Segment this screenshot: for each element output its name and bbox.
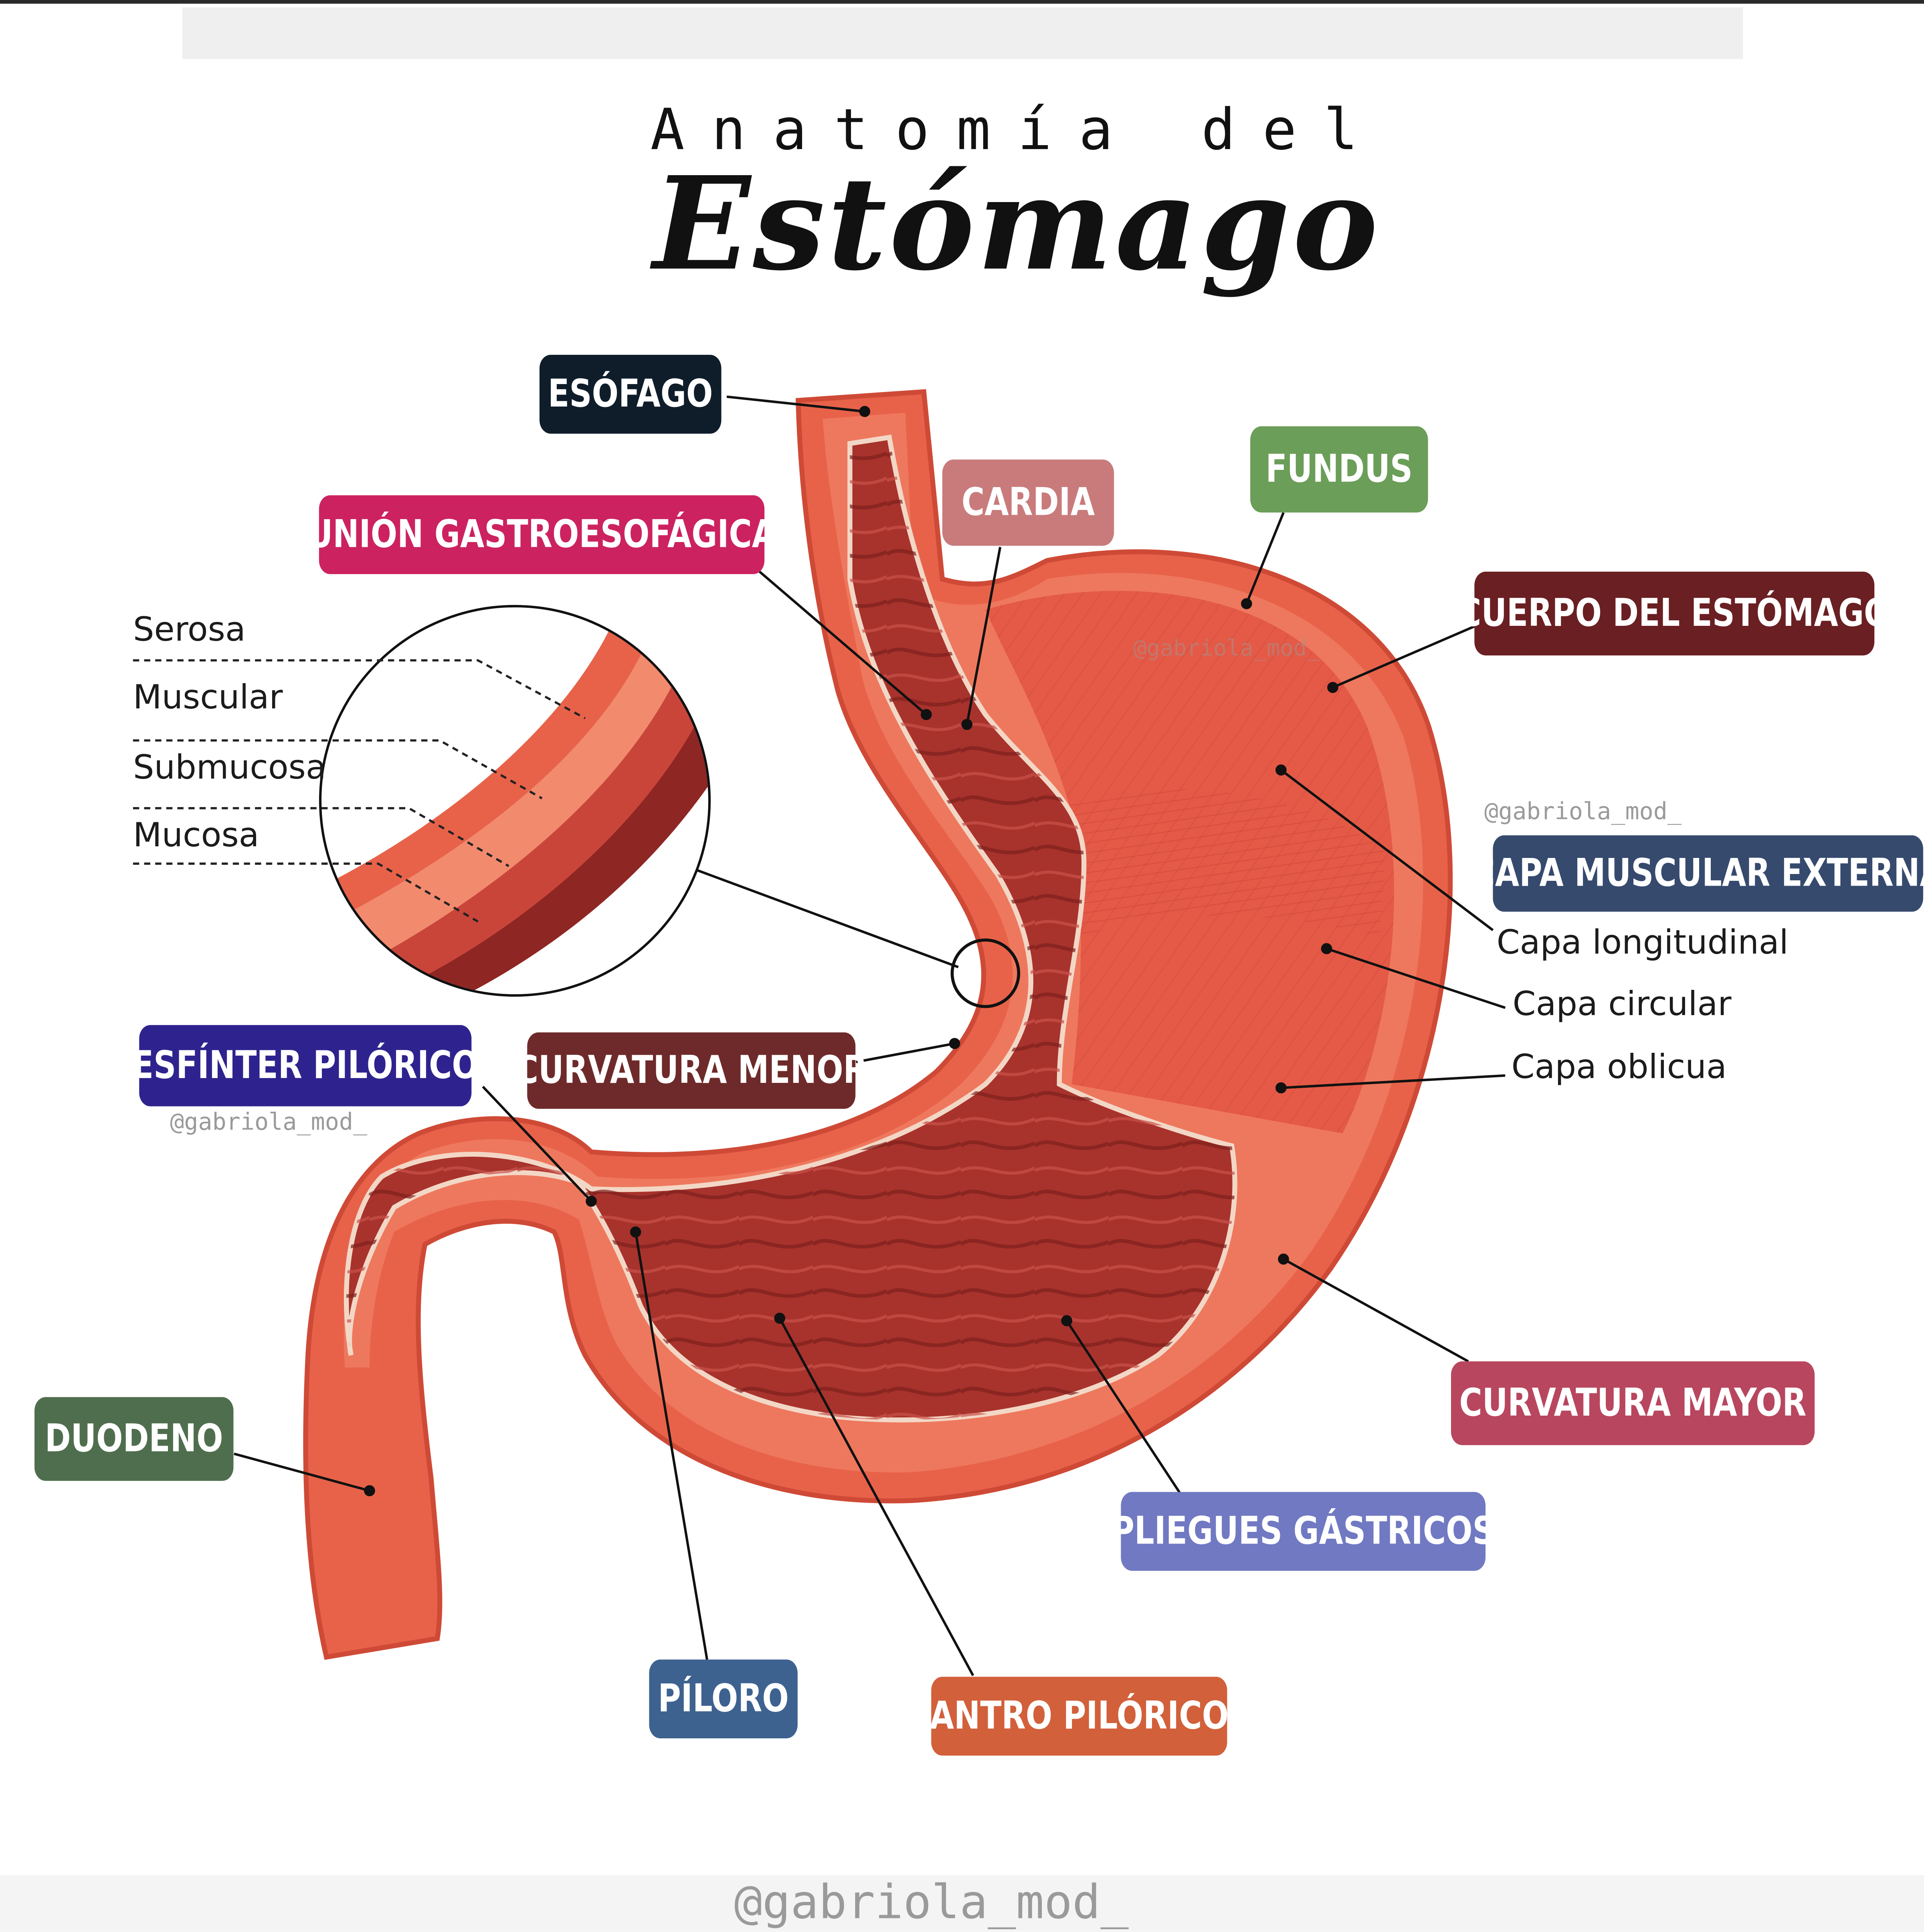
title-line-1: Anatomía del	[650, 96, 1385, 163]
label-pliegues-gastricos: PLIEGUES GÁSTRICOS	[1112, 1492, 1495, 1571]
footer-band	[0, 1875, 1924, 1932]
label-duodeno: DUODENO	[34, 1397, 234, 1481]
circular-band	[1069, 789, 1386, 937]
watermark-right: @gabriola_mod_	[1484, 798, 1682, 825]
label-capa-circular: Capa circular	[1512, 985, 1732, 1024]
watermark-footer: @gabriola_mod_	[734, 1875, 1129, 1930]
label-cuerpo-del-estomago: CUERPO DEL ESTÓMAGO	[1458, 571, 1890, 655]
title-line-2: Estómago	[653, 148, 1381, 299]
label-mucosa: Mucosa	[133, 817, 259, 855]
label-submucosa: Submucosa	[133, 749, 326, 787]
label-capa-oblicua: Capa oblicua	[1511, 1048, 1727, 1087]
wall-layer-leaders	[133, 659, 586, 923]
label-fundus: FUNDUS	[1250, 426, 1428, 513]
label-serosa: Serosa	[133, 611, 246, 649]
label-curvatura-mayor: CURVATURA MAYOR	[1451, 1361, 1815, 1445]
label-esofago: ESÓFAGO	[539, 355, 722, 434]
label-curvatura-menor: CURVATURA MENOR	[515, 1032, 867, 1109]
label-capa-longitudinal: Capa longitudinal	[1496, 924, 1789, 963]
zoom-source-marker	[950, 938, 1021, 1008]
watermark-left: @gabriola_mod_	[170, 1109, 368, 1136]
label-esfinter-pilorico: ESFÍNTER PILÓRICO	[132, 1025, 479, 1107]
label-muscular: Muscular	[133, 679, 283, 717]
watermark-body: @gabriola_mod_	[1133, 635, 1320, 662]
label-piloro: PÍLORO	[649, 1659, 798, 1739]
label-cardia: CARDIA	[942, 459, 1114, 546]
label-antro-pilorico: ANTRO PILÓRICO	[930, 1677, 1229, 1756]
label-capa-muscular-externa: CAPA MUSCULAR EXTERNA	[1472, 835, 1924, 912]
top-border	[0, 0, 1924, 4]
leader-lines	[234, 395, 1506, 1676]
top-band	[182, 7, 1743, 59]
label-union-gastroesofagica: UNIÓN GASTROESOFÁGICA	[307, 495, 776, 575]
